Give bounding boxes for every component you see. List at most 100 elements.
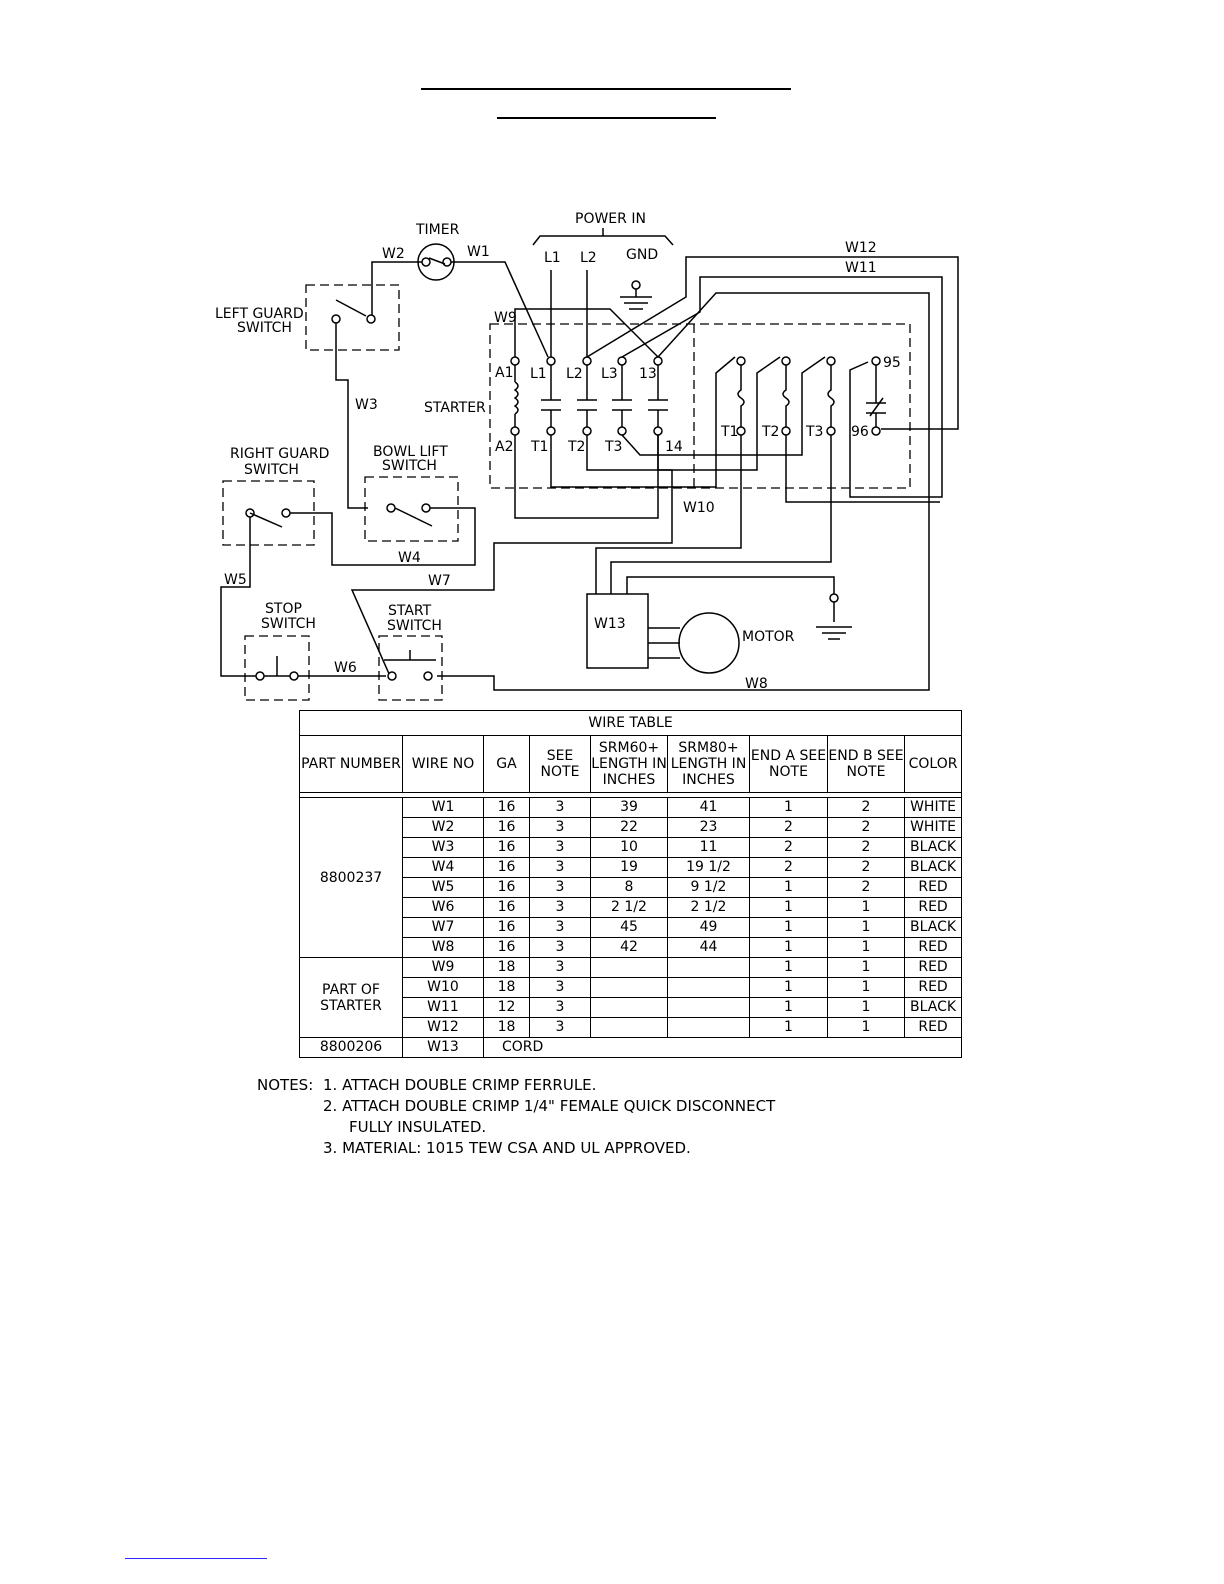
header-color: COLOR: [903, 735, 963, 793]
cord-wire: W13: [402, 1037, 484, 1058]
wire-label-w7: W7: [428, 573, 451, 589]
power-in: POWER IN L1 L2 GND: [532, 211, 674, 357]
cell-srm80: 9 1/2: [667, 877, 750, 898]
cell-note: 3: [529, 877, 591, 898]
cell-srm60: 8: [590, 877, 668, 898]
note-2b: FULLY INSULATED.: [349, 1118, 487, 1136]
wire-label-w9: W9: [494, 310, 517, 326]
stop-switch-label-2: SWITCH: [261, 616, 316, 632]
bowl-lift-switch-label-1: BOWL LIFT: [373, 444, 448, 460]
start-switch-label-1: START: [388, 603, 432, 619]
timer-terminal-left: [421, 257, 431, 267]
cell-end-b: 1: [827, 897, 905, 918]
cell-wire: W10: [402, 977, 484, 998]
cell-end-b: 1: [827, 937, 905, 958]
cell-end-b: 2: [827, 837, 905, 858]
cell-srm80: 23: [667, 817, 750, 838]
cell-wire: W9: [402, 957, 484, 978]
cell-end-a: 1: [749, 797, 828, 818]
cell-ga: 16: [483, 797, 530, 818]
cell-wire: W1: [402, 797, 484, 818]
starter-l2-label: L2: [566, 366, 583, 382]
table-row-w13: 8800206 W13 CORD: [299, 1037, 963, 1058]
wire-label-w6: W6: [334, 660, 357, 676]
cell-srm60: 2 1/2: [590, 897, 668, 918]
cell-end-a: 1: [749, 937, 828, 958]
cell-srm60: 42: [590, 937, 668, 958]
cell-end-a: 2: [749, 817, 828, 838]
cell-srm80: 2 1/2: [667, 897, 750, 918]
cell-ga: 16: [483, 817, 530, 838]
overload-96-label: 96: [851, 424, 869, 440]
starter: STARTER A1 A2 L1 L2 L3 13 T1 T2 T3 14 T1: [424, 323, 911, 489]
wire-label-w8: W8: [745, 676, 768, 692]
cell-note: 3: [529, 857, 591, 878]
wire-label-w2: W2: [382, 246, 405, 262]
starter-t3-label: T3: [604, 439, 622, 455]
cell-note: 3: [529, 817, 591, 838]
w13-label: W13: [594, 616, 626, 632]
power-l1-label: L1: [544, 250, 561, 266]
cell-color: RED: [903, 937, 963, 958]
cell-end-b: 2: [827, 877, 905, 898]
timer-label: TIMER: [415, 222, 460, 238]
cell-note: 3: [529, 797, 591, 818]
starter-t1-label: T1: [530, 439, 548, 455]
cell-srm80: 11: [667, 837, 750, 858]
cell-color: BLACK: [903, 917, 963, 938]
cell-wire: W12: [402, 1017, 484, 1038]
cell-color: WHITE: [903, 797, 963, 818]
starter-l3-label: L3: [601, 366, 618, 382]
cell-srm60: [590, 957, 668, 978]
start-switch: START SWITCH: [378, 603, 443, 701]
stop-switch-label-1: STOP: [265, 601, 302, 617]
cell-ga: 16: [483, 877, 530, 898]
overload-t3-label: T3: [805, 424, 823, 440]
cell-note: 3: [529, 837, 591, 858]
wiring-diagram: TIMER W2 W1 LEFT GUARD SWITCH W3 POWER I…: [215, 211, 959, 701]
starter-13-label: 13: [639, 366, 657, 382]
cell-end-b: 1: [827, 917, 905, 938]
header-ga: GA: [483, 735, 530, 793]
starter-l1-label: L1: [530, 366, 547, 382]
cell-wire: W6: [402, 897, 484, 918]
cell-srm60: 39: [590, 797, 668, 818]
header-end-a: END A SEE NOTE: [749, 735, 828, 793]
cell-ga: 12: [483, 997, 530, 1018]
right-guard-switch: RIGHT GUARD SWITCH: [222, 446, 329, 546]
title-rule-bottom: [497, 117, 716, 119]
power-l2-label: L2: [580, 250, 597, 266]
cell-srm80: 41: [667, 797, 750, 818]
cell-end-a: 1: [749, 957, 828, 978]
cell-color: RED: [903, 1017, 963, 1038]
cell-end-b: 1: [827, 997, 905, 1018]
cell-color: BLACK: [903, 837, 963, 858]
wire-label-w5: W5: [224, 572, 247, 588]
cell-note: 3: [529, 1017, 591, 1038]
cell-end-a: 2: [749, 837, 828, 858]
cell-end-b: 2: [827, 817, 905, 838]
stop-switch: STOP SWITCH: [244, 601, 316, 701]
starter-14-label: 14: [665, 439, 683, 455]
timer: TIMER: [415, 222, 460, 281]
cell-note: 3: [529, 997, 591, 1018]
cell-end-b: 1: [827, 977, 905, 998]
wire-label-w12: W12: [845, 240, 877, 256]
cell-color: RED: [903, 897, 963, 918]
cell-end-a: 2: [749, 857, 828, 878]
cell-wire: W5: [402, 877, 484, 898]
starter-t2-label: T2: [567, 439, 585, 455]
right-guard-switch-label-1: RIGHT GUARD: [230, 446, 329, 462]
note-3: 3. MATERIAL: 1015 TEW CSA AND UL APPROVE…: [323, 1139, 691, 1157]
cord-ga: CORD: [482, 1037, 963, 1058]
cell-ga: 16: [483, 917, 530, 938]
left-guard-switch-label-1: LEFT GUARD: [215, 306, 304, 322]
wire-table: WIRE TABLE PART NUMBER WIRE NO GA SEE NO…: [298, 710, 963, 1058]
right-guard-switch-label-2: SWITCH: [244, 462, 299, 478]
starter-label: STARTER: [424, 400, 486, 416]
header-part-number: PART NUMBER: [299, 735, 403, 793]
